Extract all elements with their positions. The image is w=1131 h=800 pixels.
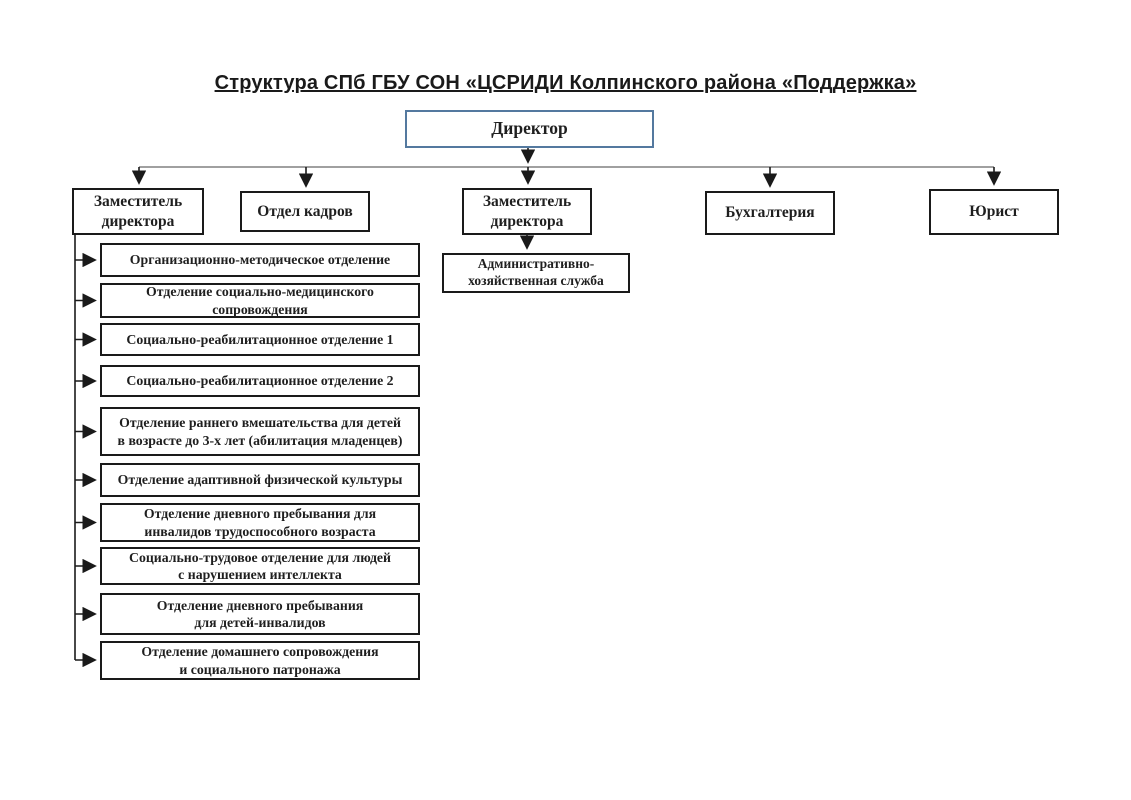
org-box-accounting: Бухгалтерия	[705, 191, 835, 235]
org-box-deputy-director-right: Заместитель директора	[462, 188, 592, 235]
org-box-admin-service: Административно- хозяйственная служба	[442, 253, 630, 293]
org-box-lawyer: Юрист	[929, 189, 1059, 235]
department-box-rehab-2: Социально-реабилитационное отделение 2	[100, 365, 420, 397]
diagram-title: Структура СПб ГБУ СОН «ЦСРИДИ Колпинског…	[214, 72, 917, 94]
department-box-day-care-children: Отделение дневного пребывания для детей-…	[100, 593, 420, 635]
department-box-adaptive-sport: Отделение адаптивной физической культуры	[100, 463, 420, 497]
department-box-early-intervention: Отделение раннего вмешательства для дете…	[100, 407, 420, 456]
department-box-social-labor: Социально-трудовое отделение для людей с…	[100, 547, 420, 585]
department-box-social-medical: Отделение социально-медицинского сопрово…	[100, 283, 420, 318]
department-box-day-care-adults: Отделение дневного пребывания для инвали…	[100, 503, 420, 542]
org-box-hr-department: Отдел кадров	[240, 191, 370, 232]
org-box-deputy-director-left: Заместитель директора	[72, 188, 204, 235]
department-box-rehab-1: Социально-реабилитационное отделение 1	[100, 323, 420, 356]
department-box-org-method: Организационно-методическое отделение	[100, 243, 420, 277]
org-box-director: Директор	[405, 110, 654, 148]
department-box-home-support: Отделение домашнего сопровождения и соци…	[100, 641, 420, 680]
